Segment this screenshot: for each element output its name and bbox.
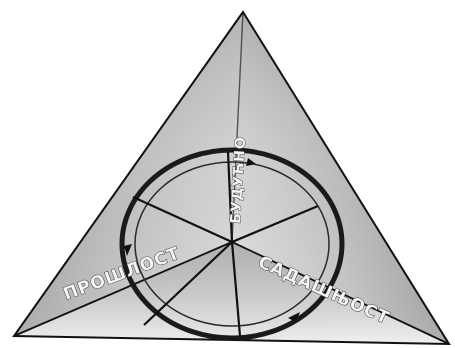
pyramid-svg: ПРОШЛОСТ САДАШЊОСТ БУДУЋНОСТ — [0, 0, 455, 348]
pyramid-figure: ПРОШЛОСТ САДАШЊОСТ БУДУЋНОСТ — [0, 0, 455, 348]
